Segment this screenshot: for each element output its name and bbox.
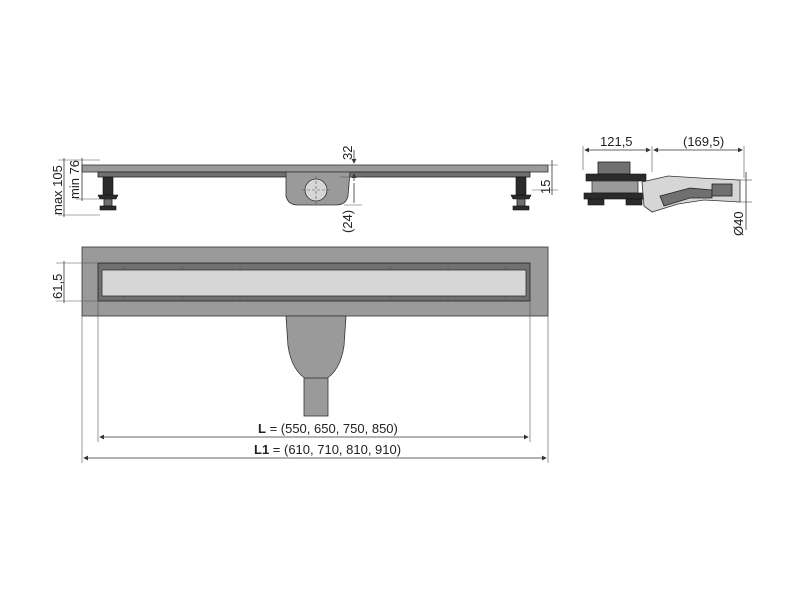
plan-view: 61,5 L = (550, 650, 750, 850) L1 = (610,… [50,246,549,463]
dimension-d40-label: Ø40 [731,211,746,236]
plan-outlet-pipe [303,377,329,417]
dimension-121-5-label: 121,5 [600,134,633,149]
dimension-L1-label: L1 = (610, 710, 810, 910) [254,442,401,457]
right-adjustable-foot [515,176,527,196]
dimension-min76-label: min 76 [67,160,82,199]
side-grate [597,161,631,175]
drain-flange [81,164,549,173]
dimension-L1-symbol: L1 [254,442,269,457]
plan-grate [101,269,527,297]
dimension-L1-values: = (610, 710, 810, 910) [269,442,401,457]
dimension-15-label: 15 [538,180,553,194]
plan-outlet [285,315,347,381]
left-adjustable-foot [102,176,114,196]
front-elevation-view: 32 (24) 15 max 105 min 76 [50,146,558,233]
dimension-32-label: 32 [340,146,355,160]
dimension-169-5-label: (169,5) [683,134,724,149]
side-view: 121,5 (169,5) Ø40 [582,134,752,236]
dimension-max105-label: max 105 [50,165,65,215]
dimension-L-symbol: L [258,421,266,436]
dimension-24-label: (24) [340,210,355,233]
dimension-L-values: = (550, 650, 750, 850) [266,421,398,436]
dimension-L-label: L = (550, 650, 750, 850) [258,421,398,436]
dimension-61-5-label: 61,5 [50,274,65,299]
